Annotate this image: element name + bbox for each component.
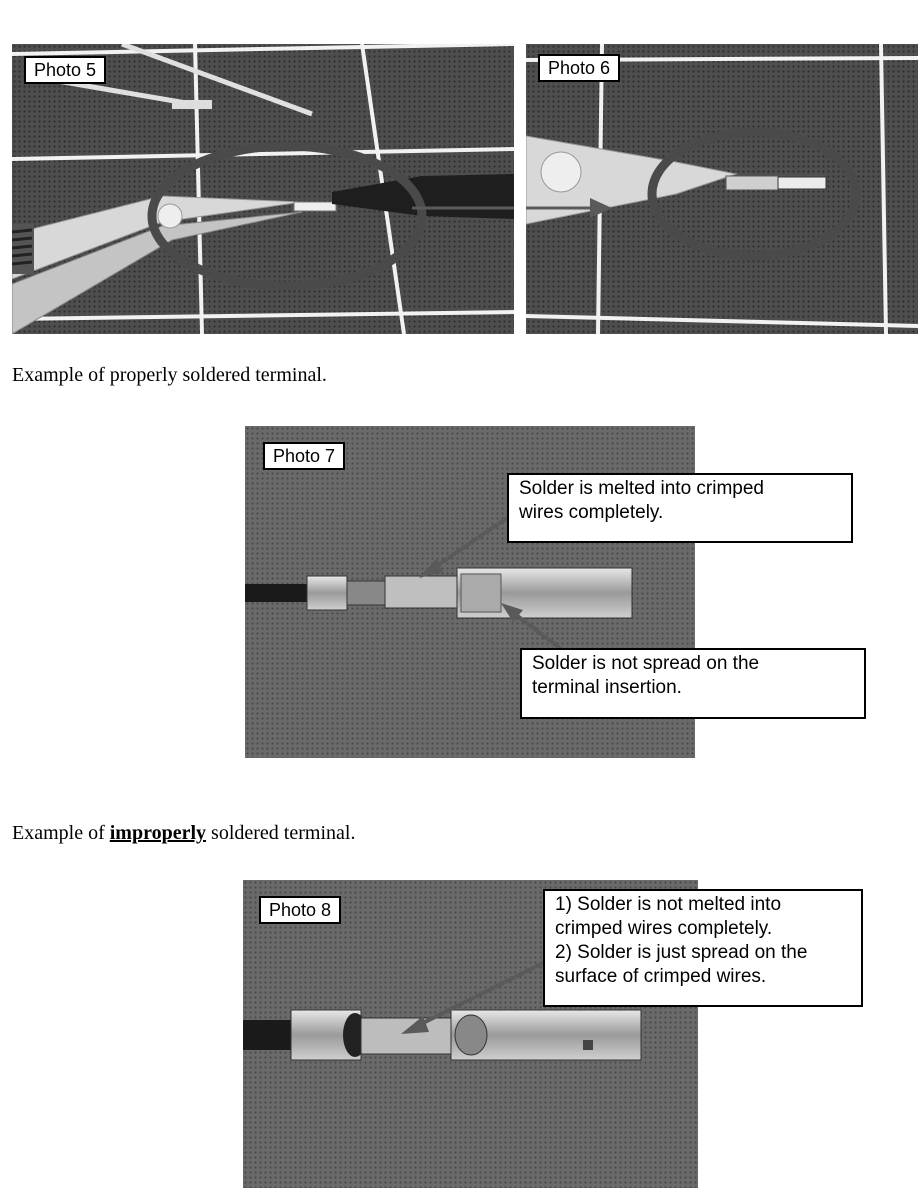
callout-line: Solder is melted into crimped <box>519 478 764 499</box>
callout-solder-not-spread: Solder is not spread on the terminal ins… <box>520 648 866 719</box>
callout-line: wires completely. <box>519 502 664 523</box>
photo-6: Photo 6 <box>526 44 918 334</box>
callout-improper-solder: 1) Solder is not melted into crimped wir… <box>543 889 863 1007</box>
callout-line: surface of crimped wires. <box>555 966 767 987</box>
photo-8-label: Photo 8 <box>259 896 342 924</box>
callout-line: terminal insertion. <box>532 677 682 698</box>
callout-solder-melted: Solder is melted into crimped wires comp… <box>507 473 853 543</box>
callout-line: Solder is not spread on the <box>532 653 760 674</box>
callout-line: crimped wires completely. <box>555 918 773 939</box>
photo-5-label: Photo 5 <box>24 56 107 84</box>
callout-line: 2) Solder is just spread on the <box>555 942 808 963</box>
photo-6-label: Photo 6 <box>538 54 621 82</box>
caption-improper: Example of improperly soldered terminal. <box>12 822 355 845</box>
caption-improper-prefix: Example of <box>12 822 110 844</box>
caption-improper-emphasis: improperly <box>109 822 207 844</box>
photo-7-label: Photo 7 <box>263 442 346 470</box>
callout-line: 1) Solder is not melted into <box>555 894 782 915</box>
caption-improper-suffix: soldered terminal. <box>206 822 356 844</box>
photo-5: Photo 5 <box>12 44 514 334</box>
caption-proper: Example of properly soldered terminal. <box>12 364 327 386</box>
